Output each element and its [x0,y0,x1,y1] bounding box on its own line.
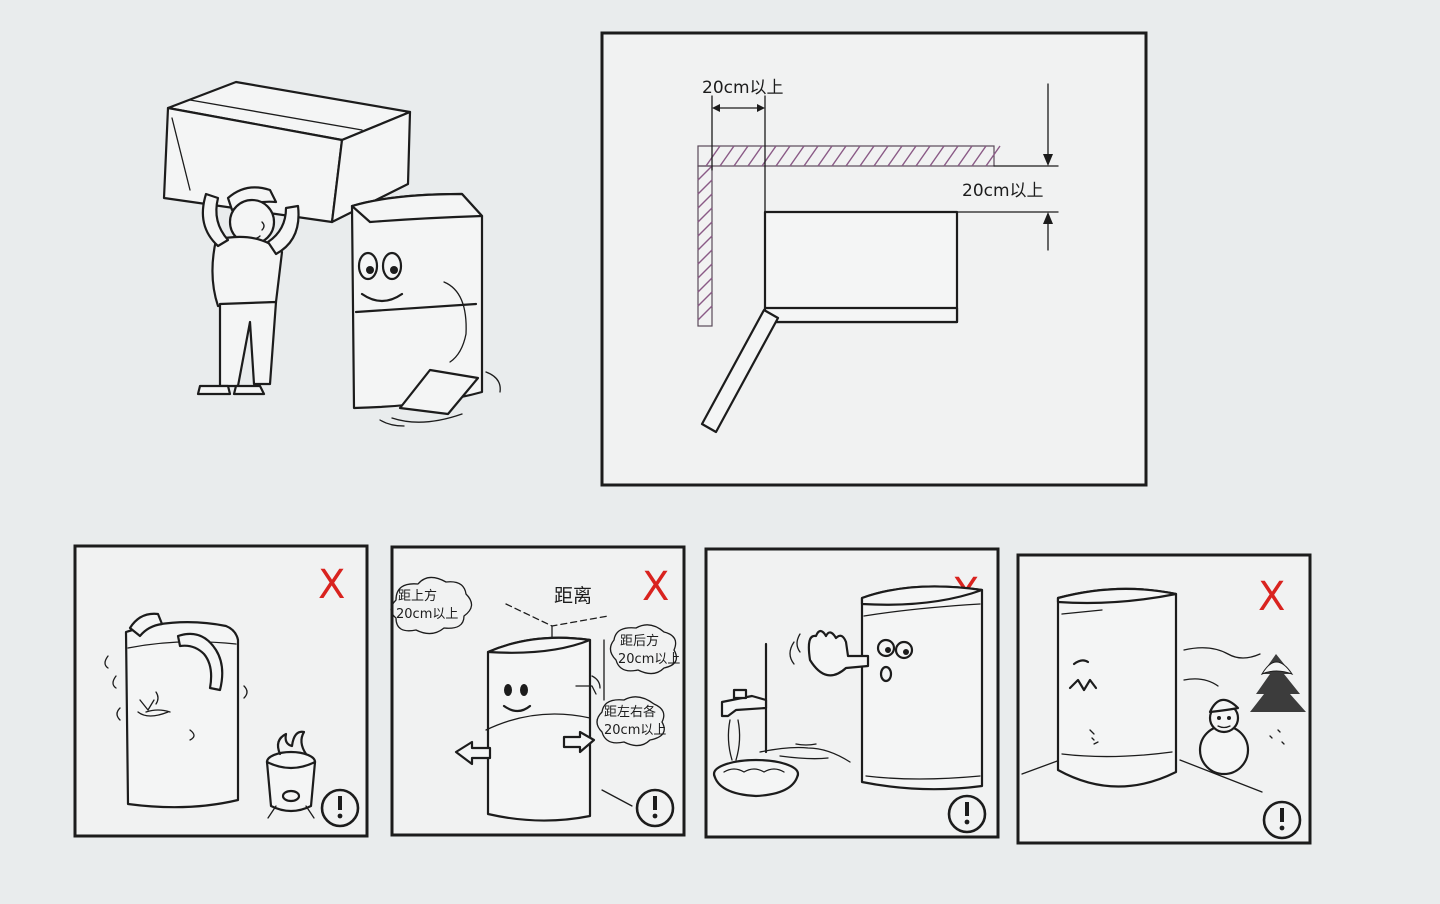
hatch-line [697,179,713,195]
back-note-line2: 20cm以上 [618,652,680,667]
hatch-line [929,145,945,167]
x-mark: X [642,564,669,610]
arrow-right-icon [562,730,596,754]
hatch-line [697,263,713,279]
hatch-line [901,145,917,167]
hatch-line [761,145,777,167]
hatch-line [859,145,875,167]
warning-icon [947,794,987,834]
hatch-line [943,145,959,167]
cold-wind [1183,647,1261,659]
clearance-diagram: 20cm以上 20cm以上 [600,31,1148,487]
hatch-line [789,145,805,167]
hatch-line [733,145,749,167]
side-note-line1: 距左右各 [604,704,656,720]
distance-title: 距离 [554,585,592,607]
hatch-line [697,165,713,181]
faucet [720,642,768,761]
stove [265,730,317,819]
carry-illustration [162,80,501,427]
panel-keep-distance: X 距离 距上方 20cm以上 距后方 20cm以上 距左右各 20cm以上 [390,545,686,837]
hatch-line [957,145,973,167]
warning-icon [635,788,675,828]
hatch-line [915,145,931,167]
top-note-line2: 20cm以上 [396,607,458,622]
panel-no-heat-source: X [73,544,369,838]
hatch-line [705,145,721,167]
hatch-line [719,145,735,167]
water-basin [712,758,800,798]
hatch-line [697,235,713,251]
arrow-left-icon [454,740,492,766]
hatch-line [831,145,847,167]
left-gap-label: 20cm以上 [702,78,784,98]
panel-no-cold: X [1016,553,1312,845]
wall-hatch [697,145,1001,327]
hand-icon [807,629,870,677]
hatch-line [803,145,819,167]
open-door [700,308,780,434]
exclamation-circle-icon [1280,808,1284,822]
hatch-line [873,145,889,167]
hatch-line [747,145,763,167]
side-note-bubble [596,696,665,747]
hatch-line [697,207,713,223]
panel-no-water: X [704,547,1000,839]
hatch-line [985,145,1001,167]
warning-icon [1262,800,1302,840]
fridge-door-edge [763,306,959,324]
hatch-line [697,221,713,237]
hatch-line [887,145,903,167]
exclamation-circle-icon [653,796,657,810]
worker-figure [196,186,300,396]
top-gap-label: 20cm以上 [962,181,1044,201]
hatch-line [697,193,713,209]
fridge-outline [763,210,959,324]
walking-fridge [350,192,501,427]
side-note-line2: 20cm以上 [604,723,666,738]
x-mark: X [318,562,345,608]
hatch-line [845,145,861,167]
cardboard-box [162,80,412,224]
back-note-bubble [609,624,678,675]
hatch-line [697,249,713,265]
snowman [1198,698,1250,776]
exclamation-circle-icon [338,796,342,810]
top-gap-dimension: 20cm以上 [956,83,1059,251]
warning-icon [320,788,360,828]
x-mark: X [1258,574,1285,620]
hatch-line [697,277,713,293]
left-gap-dimension: 20cm以上 [702,78,784,213]
water-puddle [759,743,851,763]
hatch-line [697,291,713,307]
top-note-bubble [390,576,473,635]
hatch-line [697,305,713,321]
hatch-line [775,145,791,167]
back-note-line1: 距后方 [620,633,659,649]
fridge-body [486,636,592,822]
hatch-line [817,145,833,167]
fridge-body [860,585,984,791]
snowy-tree [1250,654,1306,712]
hatch-line [971,145,987,167]
exclamation-circle-icon [965,802,969,816]
top-note-line1: 距上方 [398,588,437,604]
